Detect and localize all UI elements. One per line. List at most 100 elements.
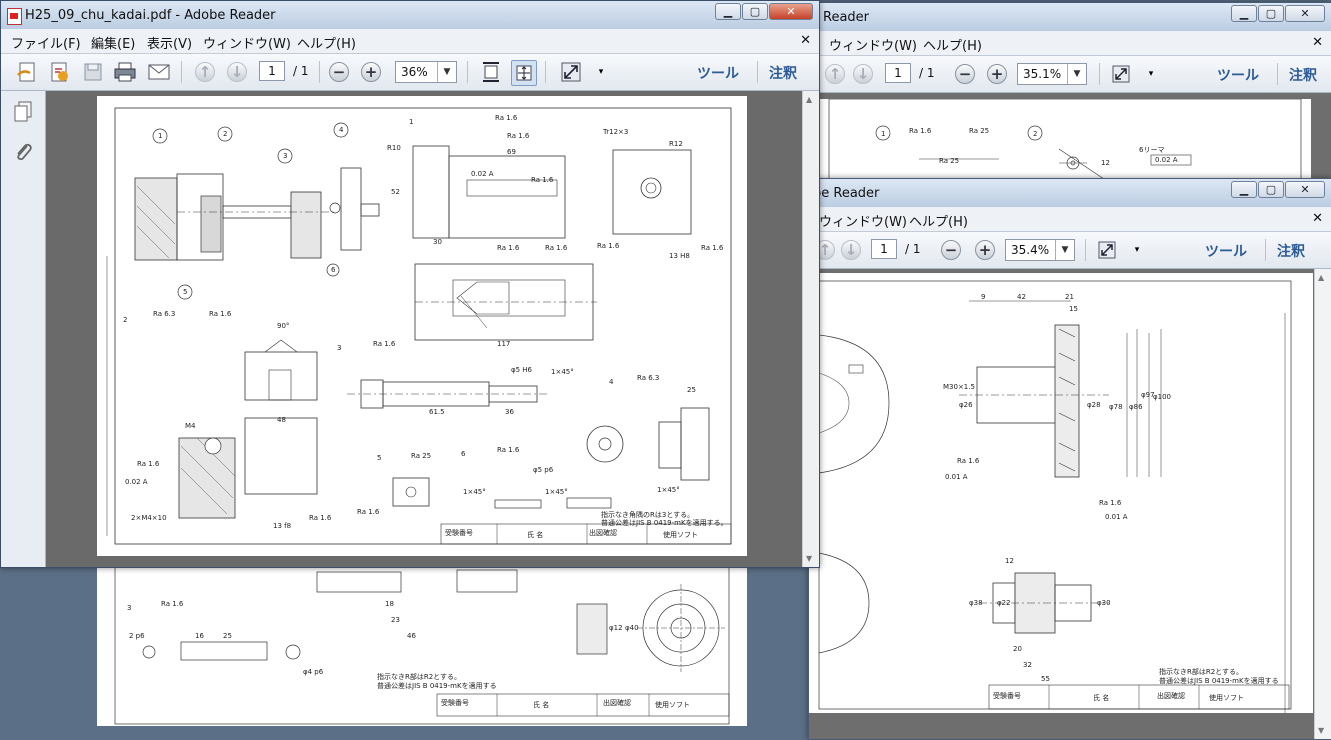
tools-button[interactable]: ツール [697,66,739,82]
menu-window[interactable]: ウィンドウ(W) [819,215,907,230]
dimension-label: 69 [507,148,516,156]
dimension-label: 1×45° [545,488,568,496]
minimize-button[interactable]: ▁ [1231,181,1257,198]
dimension-label: 42 [1017,293,1026,301]
main-drawing-page: 1 2 3 4 5 6 1 2 3 4 5 6 Ra 1.6 Ra 1.6 Ra… [97,96,747,556]
zoom-in-button[interactable]: + [985,62,1009,86]
minimize-button[interactable]: ▁ [715,3,741,20]
menu-help[interactable]: ヘルプ(H) [909,215,968,230]
zoom-select[interactable]: 35.1% ▼ [1017,63,1087,85]
menu-help[interactable]: ヘルプ(H) [923,39,982,54]
drawing-note: 普通公差はJIS B 0419-mKを適用する [1159,677,1279,685]
main-window-titlebar[interactable]: H25_09_chu_kadai.pdf - Adobe Reader ▁ ▢ … [1,1,819,29]
tolerance-frame: 0.01 A [1105,513,1128,521]
full-screen-icon[interactable] [559,60,583,84]
dimension-label: 20 [1013,645,1022,653]
thread-label: Tr12×3 [603,128,629,136]
roughness-label: Ra 1.6 [495,114,518,122]
full-screen-icon[interactable] [1095,238,1119,262]
toolbar-menu-icon[interactable]: ▾ [598,67,604,77]
close-doc-icon[interactable]: ✕ [1312,211,1323,226]
prev-page-button[interactable]: ↑ [193,60,217,84]
lower-drawing-page: 3 Ra 1.6 18 23 46 16 25 2 p6 φ4 p6 φ12 φ… [97,564,747,726]
email-icon[interactable] [147,60,171,84]
zoom-out-button[interactable]: − [953,62,977,86]
zoom-out-button[interactable]: − [939,238,963,262]
titleblock-cell: 出図確認 [1157,692,1185,700]
close-button[interactable]: ✕ [1285,5,1325,22]
zoom-select[interactable]: 35.4% ▼ [1005,239,1075,261]
roughness-label: Ra 1.6 [137,460,160,468]
close-doc-icon[interactable]: ✕ [800,33,811,48]
menu-window[interactable]: ウィンドウ(W) [829,39,917,54]
roughness-label: Ra 1.6 [597,242,620,250]
comment-button[interactable]: 注釈 [769,66,797,82]
roughness-label: Ra 25 [969,127,990,135]
close-doc-icon[interactable]: ✕ [1312,35,1323,50]
tolerance-frame: 0.02 A [125,478,148,486]
edit-pdf-icon[interactable] [47,60,71,84]
dimension-label: 13 H8 [669,252,690,260]
dimension-label: 1×45° [551,368,574,376]
menu-edit[interactable]: 編集(E) [91,37,136,52]
menu-help[interactable]: ヘルプ(H) [297,37,356,52]
zoom-out-button[interactable]: − [327,60,351,84]
attachment-icon[interactable] [13,141,33,163]
vertical-scrollbar[interactable]: ▲ ▼ [802,91,819,567]
pages-panel-icon[interactable] [13,101,33,123]
tools-button[interactable]: ツール [1205,244,1247,260]
page-total: / 1 [293,64,309,78]
comment-button[interactable]: 注釈 [1289,68,1317,84]
roughness-label: Ra 1.6 [373,340,396,348]
navigation-panel [1,91,46,567]
next-page-button[interactable]: ↓ [225,60,249,84]
minimize-button[interactable]: ▁ [1231,5,1257,22]
tools-button[interactable]: ツール [1217,68,1259,84]
roughness-label: Ra 1.6 [497,446,520,454]
maximize-button[interactable]: ▢ [1258,181,1284,198]
close-button[interactable]: ✕ [769,3,813,20]
fit-page-icon[interactable] [479,60,503,84]
menu-file[interactable]: ファイル(F) [11,37,81,52]
prev-page-button[interactable]: ↑ [823,62,847,86]
back-menubar: ウィンドウ(W) ヘルプ(H) ✕ [819,31,1331,56]
mid-window-titlebar[interactable]: be Reader ▁ ▢ ✕ [809,179,1331,207]
next-page-button[interactable]: ↓ [839,238,863,262]
create-pdf-icon[interactable] [15,60,39,84]
full-screen-icon[interactable] [1109,62,1133,86]
back-window-titlebar[interactable]: Reader ▁ ▢ ✕ [819,3,1331,31]
maximize-button[interactable]: ▢ [1258,5,1284,22]
roughness-label: Ra 1.6 [545,244,568,252]
comment-button[interactable]: 注釈 [1277,244,1305,260]
zoom-in-button[interactable]: + [359,60,383,84]
balloon-label: 5 [183,288,188,296]
vertical-scrollbar[interactable]: ▲ ▼ [1314,269,1331,739]
dimension-label: 13 f8 [273,522,292,530]
menu-view[interactable]: 表示(V) [147,37,193,52]
toolbar-menu-icon[interactable]: ▾ [1134,245,1140,255]
maximize-button[interactable]: ▢ [742,3,768,20]
pdf-file-icon [7,8,22,25]
close-button[interactable]: ✕ [1285,181,1325,198]
titleblock-cell: 受験番号 [441,699,469,707]
page-number-input[interactable]: 1 [259,61,285,81]
titleblock-cell: 氏 名 [1093,694,1110,702]
zoom-value: 35.4% [1011,243,1050,257]
roughness-label: Ra 6.3 [637,374,660,382]
titleblock-cell: 使用ソフト [655,701,690,709]
fit-window-icon[interactable] [511,60,537,86]
dimension-label: φ5 p6 [533,466,554,474]
page-number-input[interactable]: 1 [885,63,911,83]
save-icon[interactable] [81,60,105,84]
titleblock-cell: 受験番号 [445,529,473,537]
titleblock-cell: 受験番号 [993,692,1021,700]
page-number-input[interactable]: 1 [871,239,897,259]
roughness-label: Ra 1.6 [507,132,530,140]
next-page-button[interactable]: ↓ [851,62,875,86]
toolbar-menu-icon[interactable]: ▾ [1148,69,1154,79]
zoom-in-button[interactable]: + [973,238,997,262]
dimension-label: φ30 [1097,599,1111,607]
zoom-select[interactable]: 36% ▼ [395,61,457,83]
menu-window[interactable]: ウィンドウ(W) [203,37,291,52]
print-icon[interactable] [113,60,137,84]
